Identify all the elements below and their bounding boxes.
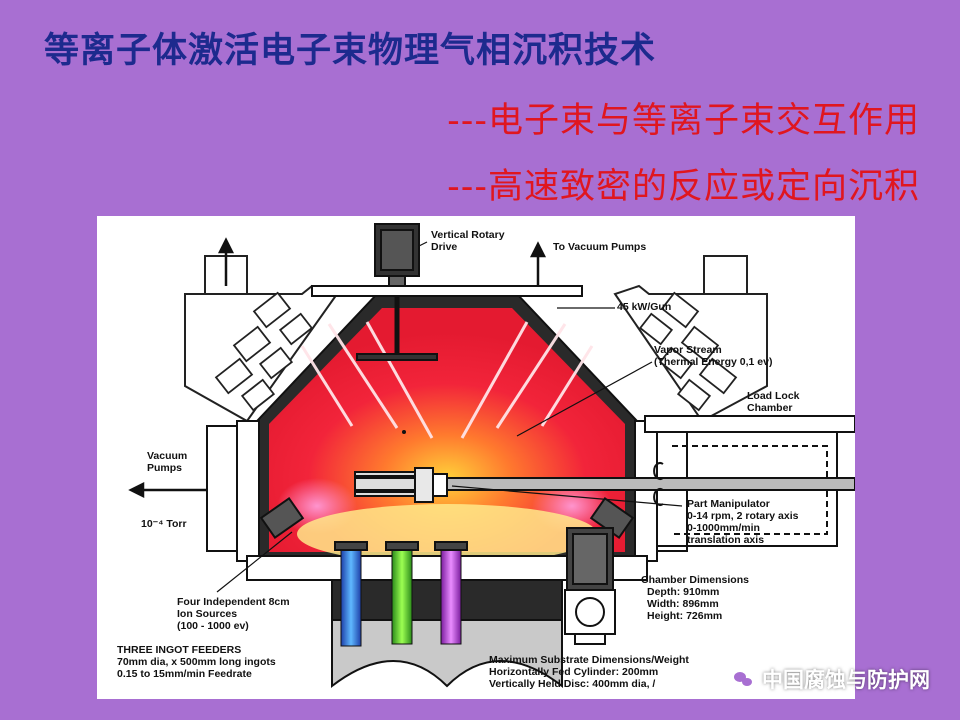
ingot-green xyxy=(391,545,413,645)
slide-title: 等离子体激活电子束物理气相沉积技术 xyxy=(44,31,657,71)
label-vacuum-pumps: Vacuum Pumps xyxy=(147,450,188,474)
label-to-vacuum-pumps: To Vacuum Pumps xyxy=(553,241,647,253)
wechat-icon xyxy=(730,666,756,692)
load-lock-chamber xyxy=(644,415,855,547)
label-pressure: 10⁻⁴ Torr xyxy=(141,518,187,530)
vertical-rotary-drive xyxy=(356,223,438,361)
vapor-stream-point xyxy=(402,430,406,434)
label-vapor-stream: Vapor Stream (Thermal Energy 0,1 ev) xyxy=(654,344,773,368)
chamber-diagram: Vertical Rotary Drive To Vacuum Pumps 45… xyxy=(97,216,855,699)
ion-source-left xyxy=(259,497,305,539)
vacuum-arrow xyxy=(128,481,207,499)
electron-guns-right xyxy=(638,291,738,412)
label-load-lock: Load Lock Chamber xyxy=(747,390,800,414)
subtitle-interaction: ---电子束与等离子束交互作用 xyxy=(447,101,920,141)
left-flange xyxy=(206,420,260,562)
label-ion-sources: Four Independent 8cm Ion Sources (100 - … xyxy=(177,596,290,632)
rotation-arrows xyxy=(653,462,664,506)
label-chamber-dimensions: Chamber Dimensions Depth: 910mm Width: 8… xyxy=(641,574,749,622)
leader-lines xyxy=(216,241,683,593)
label-gun-power: 45 kW/Gun xyxy=(617,301,672,313)
watermark-text: 中国腐蚀与防护网 xyxy=(762,668,930,692)
bottom-right-pump xyxy=(564,527,616,645)
manipulator-shaft xyxy=(354,467,855,503)
exhaust-arrow-right xyxy=(529,241,547,288)
exhaust-arrow-left xyxy=(217,237,235,286)
electron-beams xyxy=(300,321,594,439)
chamber-schematic xyxy=(128,223,855,689)
ingot-purple xyxy=(440,545,462,645)
label-ingot-feeders: THREE INGOT FEEDERS 70mm dia, x 500mm lo… xyxy=(117,644,276,680)
ingot-blue xyxy=(340,545,362,647)
label-part-manipulator: Part Manipulator 0-14 rpm, 2 rotary axis… xyxy=(687,498,799,546)
subtitle-deposition: ---高速致密的反应或定向沉积 xyxy=(447,167,920,207)
crucibles xyxy=(334,541,468,551)
electron-guns-left xyxy=(214,291,314,412)
top-flange xyxy=(311,285,583,297)
watermark: 中国腐蚀与防护网 xyxy=(730,664,930,694)
ingot-feeder-housing xyxy=(331,619,563,689)
melt-pool-glow xyxy=(297,504,597,564)
label-vertical-rotary-drive: Vertical Rotary Drive xyxy=(431,229,505,253)
label-max-substrate: Maximum Substrate Dimensions/Weight Hori… xyxy=(489,654,689,690)
